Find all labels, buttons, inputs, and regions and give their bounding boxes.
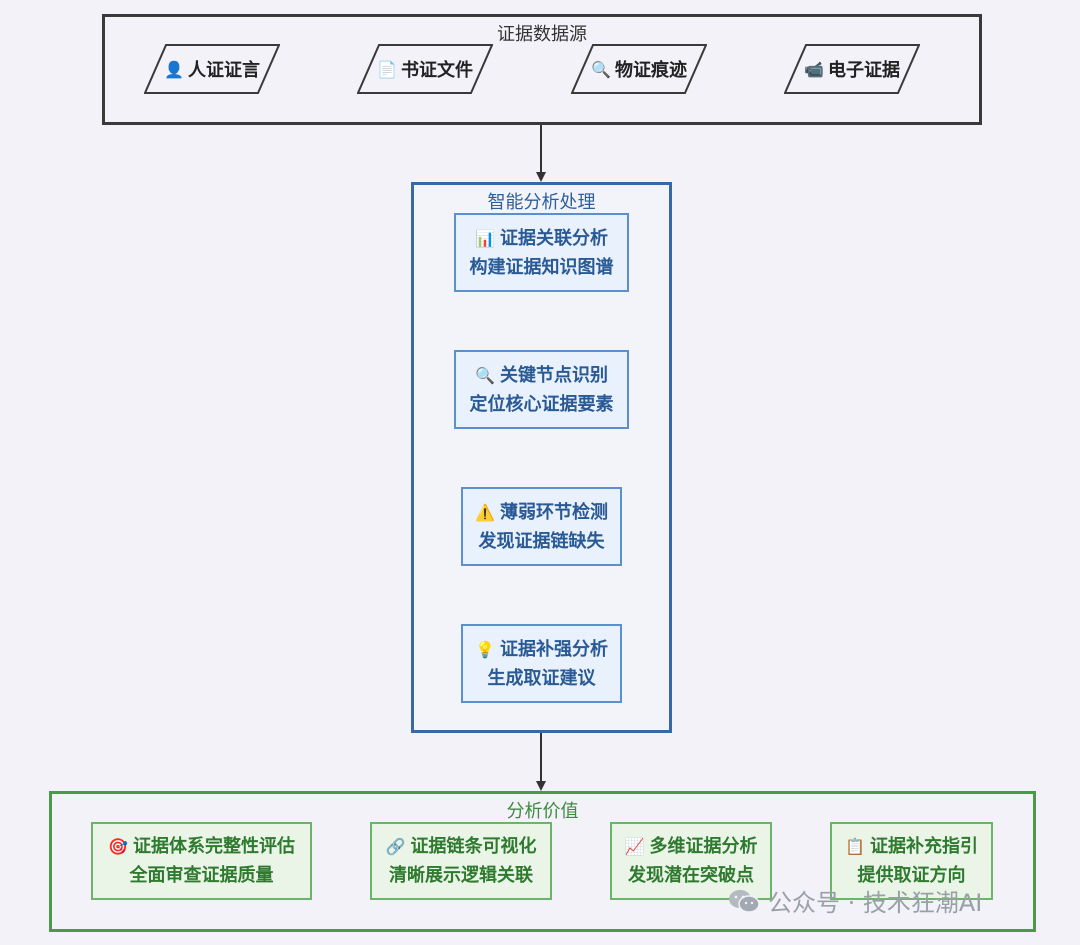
step-title: 证据补强分析 [499,638,608,660]
step-evidence-reinforcement: 💡 证据补强分析 生成取证建议 [461,624,622,703]
value-card-description: 全面审查证据质量 [129,865,274,886]
processing-title: 智能分析处理 [487,192,596,213]
step-title: 薄弱环节检测 [499,501,608,523]
value-card-title: 证据补充指引 [869,836,978,857]
value-card-title: 多维证据分析 [649,836,758,857]
link-icon: 🔗 [385,837,406,856]
value-card-visualization: 🔗 证据链条可视化 清晰展示逻辑关联 [370,822,552,900]
document-icon: 📄 [377,59,397,79]
trend-chart-icon: 📈 [624,837,645,856]
value-card-description: 清晰展示逻辑关联 [389,865,533,886]
value-card-description: 发现潜在突破点 [628,865,754,886]
value-card-multidimensional: 📈 多维证据分析 发现潜在突破点 [610,822,772,900]
step-description: 发现证据链缺失 [478,530,605,552]
source-item-testimony: 👤 人证证言 [144,44,280,94]
step-description: 构建证据知识图谱 [469,256,614,278]
clipboard-icon: 📋 [845,837,865,856]
bar-chart-icon: 📊 [475,228,495,248]
step-title: 证据关联分析 [499,227,608,249]
value-card-supplement-guide: 📋 证据补充指引 提供取证方向 [830,822,993,900]
value-card-title: 证据链条可视化 [410,836,537,857]
step-weak-link-detection: ⚠️ 薄弱环节检测 发现证据链缺失 [461,487,622,566]
value-card-description: 提供取证方向 [857,865,966,886]
source-item-electronic-evidence: 📹 电子证据 [784,44,920,94]
source-label: 人证证言 [187,60,260,81]
source-item-documents: 📄 书证文件 [357,44,493,94]
source-label: 书证文件 [400,60,473,81]
step-description: 生成取证建议 [487,667,596,689]
step-key-node-identification: 🔍 关键节点识别 定位核心证据要素 [454,350,629,429]
source-item-physical-traces: 🔍 物证痕迹 [571,44,707,94]
evidence-sources-title: 证据数据源 [497,24,587,45]
value-card-title: 证据体系完整性评估 [132,836,295,857]
magnifier-icon: 🔍 [591,59,611,79]
source-label: 物证痕迹 [614,60,687,81]
person-icon: 👤 [164,59,184,79]
source-label: 电子证据 [827,60,900,81]
warning-icon: ⚠️ [475,502,495,522]
wechat-icon [729,889,760,913]
watermark-text: 公众号 · 技术狂潮AI [768,889,983,917]
watermark: 公众号 · 技术狂潮AI [728,883,982,918]
analysis-value-title: 分析价值 [506,801,579,822]
target-icon: 🎯 [108,837,128,856]
video-camera-icon: 📹 [804,59,824,79]
magnifier-icon: 🔍 [475,365,495,385]
step-description: 定位核心证据要素 [469,393,614,415]
lightbulb-icon: 💡 [475,639,495,659]
step-title: 关键节点识别 [499,364,608,386]
value-card-completeness: 🎯 证据体系完整性评估 全面审查证据质量 [91,822,312,900]
step-evidence-correlation: 📊 证据关联分析 构建证据知识图谱 [454,213,629,292]
